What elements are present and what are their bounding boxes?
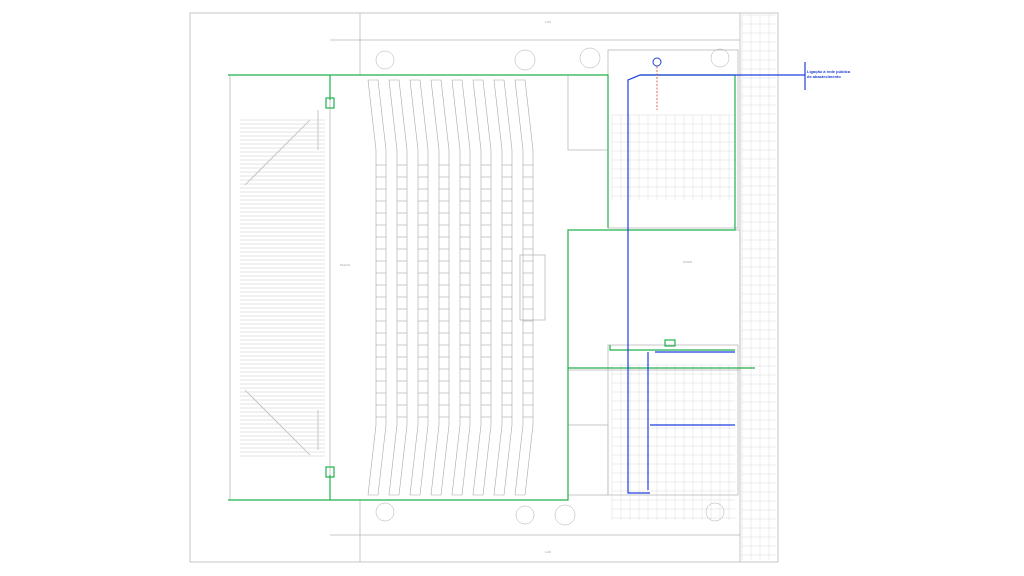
seat-row [367, 79, 387, 496]
stage-label: PALCO [340, 263, 350, 267]
seat-row [388, 79, 408, 496]
green-supply-pipes [228, 74, 755, 501]
top-dimension: 1.00 [545, 20, 551, 24]
seat-row [409, 79, 429, 496]
seat-row [493, 79, 513, 496]
seat-row [514, 79, 534, 496]
building-walls [189, 12, 779, 563]
water-meter-icon [652, 57, 662, 67]
auditorium-seating [367, 79, 534, 496]
seat-row [472, 79, 492, 496]
bottom-dimension: 1.00 [545, 550, 551, 554]
stage-stairs [240, 119, 325, 457]
seat-row [451, 79, 471, 496]
lobby-label: ÁTRIO [683, 260, 693, 264]
planters [375, 47, 730, 526]
seat-row [430, 79, 450, 496]
floor-tiles [611, 14, 776, 560]
supply-connection-note: Ligação à rede pública de abastecimento [807, 69, 850, 79]
note-line-1: Ligação à rede pública [807, 69, 851, 74]
note-line-2: de abastecimento [807, 74, 841, 79]
blue-supply-pipes [627, 62, 806, 494]
